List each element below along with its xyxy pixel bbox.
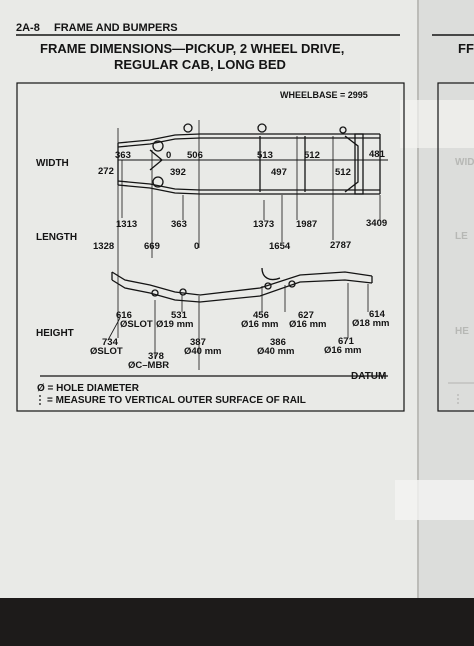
width-dim: 0 [166,150,172,161]
next-page-paper [418,0,474,612]
light-leak [400,100,474,148]
length-dim: 1373 [253,219,275,230]
length-dim: 363 [171,219,187,230]
row-label-width: WIDTH [36,158,69,169]
length-dim: 0 [194,241,200,252]
next-page-height-fragment: HE [455,326,469,337]
length-dim: 2787 [330,240,352,251]
light-leak [395,480,474,520]
length-dim: 1654 [269,241,291,252]
width-dim: 481 [369,149,385,160]
next-figure-border [437,82,474,412]
width-dim: 272 [98,166,114,177]
datum-label: DATUM [351,371,387,382]
length-dim: 1987 [296,219,318,230]
height-dim: Ø40 mm [184,346,222,357]
height-dim: Ø40 mm [257,346,295,357]
height-dim: 616 [116,310,132,321]
height-dim: Ø16 mm [241,319,279,330]
dimension-leaders [107,120,381,370]
height-dim: ØSLOT [90,346,123,357]
width-dim: 497 [271,167,287,178]
row-label-height: HEIGHT [36,328,74,339]
next-page-title-fragment: FF [458,41,474,56]
height-dim: Ø18 mm [352,318,390,329]
height-dim: ØSLOT [120,319,153,330]
height-dim: 386 [270,337,286,348]
page-title-line-2: REGULAR CAB, LONG BED [114,57,286,72]
width-dim: 512 [304,150,320,161]
height-dim: Ø16 mm [289,319,327,330]
width-dim: 506 [187,150,203,161]
height-dim: 627 [298,310,314,321]
legend-hole-diameter: Ø = HOLE DIAMETER [37,383,139,394]
length-dim: 669 [144,241,160,252]
next-page-width-fragment: WID [455,157,474,168]
height-dim: 614 [369,309,385,320]
height-dim: 387 [190,337,206,348]
section-title: FRAME AND BUMPERS [54,22,178,34]
height-dim: 456 [253,310,269,321]
width-dim: 512 [335,167,351,178]
wheelbase-label: WHEELBASE = 2995 [280,90,368,100]
legend-measure: = MEASURE TO VERTICAL OUTER SURFACE OF R… [47,395,306,406]
page-title-line-1: FRAME DIMENSIONS—PICKUP, 2 WHEEL DRIVE, [40,41,345,56]
height-dim: Ø19 mm [156,319,194,330]
height-dim: 671 [338,336,354,347]
height-dim: 531 [171,310,187,321]
height-dim: ØC–MBR [128,360,170,371]
width-dim: 513 [257,150,273,161]
height-dim: 378 [148,351,164,362]
page-id: 2A-8 [16,22,40,34]
lower-shadow [0,598,474,646]
length-dim: 3409 [366,218,388,229]
height-dim: 734 [102,337,118,348]
row-label-length: LENGTH [36,232,78,243]
length-dim: 1328 [93,241,115,252]
width-dim: 363 [115,150,131,161]
frame-side-view [111,267,373,303]
height-dim: Ø16 mm [324,345,362,356]
next-page-length-fragment: LE [455,231,468,242]
length-dim: 1313 [116,219,138,230]
width-dim: 392 [170,167,186,178]
figure-border [16,82,405,412]
